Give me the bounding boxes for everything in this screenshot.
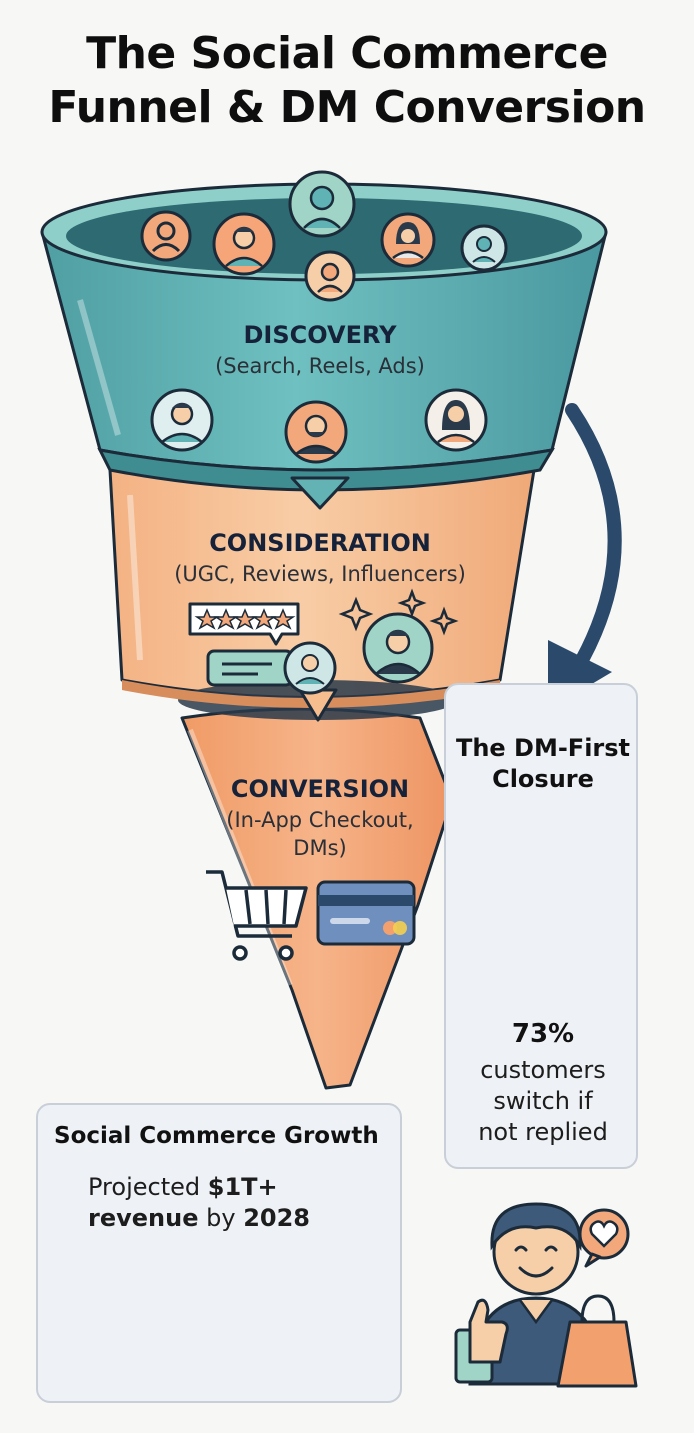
growth-revenue: revenue bbox=[88, 1204, 199, 1232]
user-avatar-icon bbox=[140, 210, 192, 262]
user-avatar-icon bbox=[284, 400, 348, 464]
dm-panel-note-line-1: customers bbox=[480, 1056, 606, 1084]
user-avatar-icon bbox=[304, 250, 356, 302]
flow-arrow bbox=[548, 403, 622, 710]
dm-first-panel: The DM-First Closure 73% customers switc… bbox=[444, 683, 638, 1169]
stage-detail-consideration: (UGC, Reviews, Influencers) bbox=[174, 562, 466, 586]
user-avatar-icon bbox=[288, 170, 356, 238]
stage-title-conversion: CONVERSION bbox=[230, 775, 410, 803]
growth-panel-text-line-2: revenue by 2028 bbox=[88, 1204, 310, 1232]
dm-panel-title-line-1: The DM-First bbox=[455, 734, 631, 762]
stage-title-consideration: CONSIDERATION bbox=[209, 529, 431, 557]
shopping-bag-icon bbox=[556, 1294, 638, 1388]
discovery-avatars bbox=[150, 388, 488, 464]
sparkle-icon bbox=[338, 588, 459, 636]
stage-detail-conversion-line-2: DMs) bbox=[293, 836, 347, 860]
happy-shopper-illustration bbox=[454, 1202, 638, 1388]
dm-panel-title-line-2: Closure bbox=[492, 765, 594, 793]
stage-title-discovery: DISCOVERY bbox=[243, 321, 397, 349]
user-avatar-icon bbox=[283, 641, 337, 695]
user-avatar-icon bbox=[380, 212, 436, 268]
growth-amount: $1T+ bbox=[207, 1173, 278, 1201]
growth-prefix: Projected bbox=[88, 1173, 208, 1201]
chat-bubble-icon bbox=[206, 649, 294, 687]
user-avatar-icon bbox=[212, 212, 276, 276]
influencer-avatar-icon bbox=[362, 612, 434, 684]
user-avatar-icon bbox=[150, 388, 214, 452]
growth-panel-text-line-1: Projected $1T+ bbox=[88, 1173, 278, 1201]
page-title-line-2: Funnel & DM Conversion bbox=[48, 82, 646, 133]
star-rating-icon bbox=[194, 608, 296, 630]
page-title-line-1: The Social Commerce bbox=[86, 28, 608, 79]
dm-panel-note-line-2: switch if bbox=[493, 1087, 593, 1115]
shopping-cart-icon bbox=[206, 870, 308, 961]
user-avatar-icon bbox=[460, 224, 508, 272]
growth-panel: Social Commerce Growth Projected $1T+ re… bbox=[36, 1103, 402, 1403]
dm-panel-note-line-3: not replied bbox=[478, 1118, 608, 1146]
stage-detail-conversion-line-1: (In-App Checkout, bbox=[226, 808, 414, 832]
dm-panel-stat: 73% bbox=[511, 1019, 575, 1049]
thumbs-up-icon bbox=[454, 1298, 509, 1384]
stage-detail-discovery: (Search, Reels, Ads) bbox=[215, 354, 425, 378]
credit-card-icon bbox=[316, 880, 416, 946]
growth-panel-title: Social Commerce Growth bbox=[54, 1123, 379, 1149]
growth-year: 2028 bbox=[243, 1204, 310, 1232]
rim-avatars bbox=[140, 170, 508, 302]
user-avatar-icon bbox=[424, 388, 488, 452]
review-bubble bbox=[188, 602, 300, 646]
heart-bubble-icon bbox=[578, 1208, 630, 1268]
growth-by: by bbox=[198, 1204, 244, 1232]
